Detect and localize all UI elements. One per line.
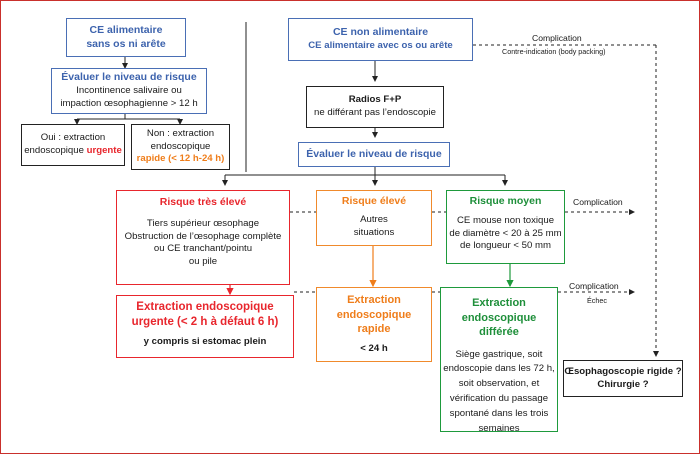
extraction-urgente-line1: Extraction endoscopique (136, 301, 274, 313)
risque-tres-eleve-line: Tiers supérieur œsophage (146, 217, 260, 229)
risque-tres-eleve-line: ou pile (188, 255, 218, 267)
evaluer-risque-left-line2: impaction œsophagienne > 12 h (60, 97, 198, 109)
extraction-differee-line1: Extraction (472, 297, 526, 309)
ce-alimentaire-line2: sans os ni arête (86, 37, 166, 50)
extraction-rapide-line3: rapide (357, 323, 391, 336)
extraction-differee-box: Extraction endoscopique différée Siège g… (440, 287, 558, 434)
non-line2: endoscopique (150, 140, 211, 152)
risque-moyen-line: de longueur < 50 mm (460, 240, 551, 252)
non-line3: rapide (< 12 h-24 h) (136, 153, 225, 165)
non-extraction-box: Non : extraction endoscopique rapide (< … (131, 124, 230, 170)
risque-moyen-line: CE mouse non toxique (456, 214, 555, 226)
oui-extraction-box: Oui : extraction endoscopique urgente (21, 124, 125, 166)
extraction-rapide-line1: Extraction (347, 294, 401, 306)
risque-eleve-box: Risque élevé Autres situations (316, 190, 432, 246)
echec-label: Échec (587, 296, 607, 305)
final-line2: Chirurgie ? (597, 378, 649, 390)
oui-urgente-text: urgente (86, 145, 122, 156)
extraction-rapide-line2: endoscopique (336, 308, 412, 321)
extraction-rapide-note: < 24 h (360, 342, 388, 354)
extraction-urgente-note: y compris si estomac plein (143, 336, 267, 348)
extraction-differee-detail: spontané dans les trois (449, 407, 549, 419)
ce-non-alimentaire-line1: CE non alimentaire (332, 26, 429, 39)
final-line1: Œsophagoscopie rigide ? (564, 365, 682, 377)
complication-mid-label: Complication (573, 197, 623, 207)
risque-eleve-title: Risque élevé (341, 195, 407, 207)
extraction-differee-detail: vérification du passage (449, 393, 549, 405)
extraction-differee-detail: Siège gastrique, soit (455, 348, 543, 360)
oui-line2-text: endoscopique (24, 145, 87, 156)
risque-eleve-line: situations (353, 226, 395, 238)
contre-indication-label: Contre-indication (body packing) (502, 47, 606, 56)
evaluer-risque-right-title: Évaluer le niveau de risque (306, 147, 442, 160)
extraction-urgente-line2: urgente (< 2 h à défaut 6 h) (131, 316, 279, 329)
oui-line2: endoscopique urgente (24, 145, 122, 158)
evaluer-risque-left-title: Évaluer le niveau de risque (61, 71, 197, 83)
risque-tres-eleve-line: Obstruction de l’œsophage complète (124, 230, 282, 242)
non-line1: Non : extraction (146, 128, 215, 140)
risque-tres-eleve-box: Risque très élevé Tiers supérieur œsopha… (116, 190, 290, 285)
risque-eleve-line: Autres (360, 213, 388, 225)
complication-top-label: Complication (532, 33, 582, 43)
final-box: Œsophagoscopie rigide ? Chirurgie ? (563, 360, 683, 397)
radios-line1: Radios F+P (348, 94, 402, 106)
risque-tres-eleve-line: ou CE tranchant/pointu (153, 243, 253, 255)
ce-alimentaire-box: CE alimentaire sans os ni arête (66, 18, 186, 57)
extraction-differee-line3: différée (479, 326, 519, 339)
extraction-differee-detail: semaines (478, 422, 520, 434)
ce-non-alimentaire-box: CE non alimentaire CE alimentaire avec o… (288, 18, 473, 61)
ce-non-alimentaire-line2: CE alimentaire avec os ou arête (308, 40, 453, 52)
risque-moyen-title: Risque moyen (469, 195, 542, 207)
risque-moyen-box: Risque moyen CE mouse non toxique de dia… (446, 190, 565, 264)
extraction-differee-detail: soit observation, et (458, 378, 540, 390)
evaluer-risque-left-box: Évaluer le niveau de risque Incontinence… (51, 68, 207, 114)
oui-line1: Oui : extraction (40, 132, 106, 144)
risque-moyen-line: de diamètre < 20 à 25 mm (449, 227, 562, 239)
evaluer-risque-left-line1: Incontinence salivaire ou (76, 84, 182, 96)
evaluer-risque-right-box: Évaluer le niveau de risque (298, 142, 450, 167)
radios-line2: ne différant pas l’endoscopie (314, 107, 436, 118)
risque-tres-eleve-title: Risque très élevé (159, 196, 247, 208)
extraction-urgente-box: Extraction endoscopique urgente (< 2 h à… (116, 295, 294, 358)
ce-alimentaire-line1: CE alimentaire (89, 23, 163, 36)
extraction-differee-line2: endoscopique (461, 311, 537, 324)
complication-low-label: Complication (569, 281, 619, 291)
extraction-differee-detail: endoscopie dans les 72 h, (443, 363, 555, 375)
extraction-rapide-box: Extraction endoscopique rapide < 24 h (316, 287, 432, 362)
radios-box: Radios F+P ne différant pas l’endoscopie (306, 86, 444, 128)
